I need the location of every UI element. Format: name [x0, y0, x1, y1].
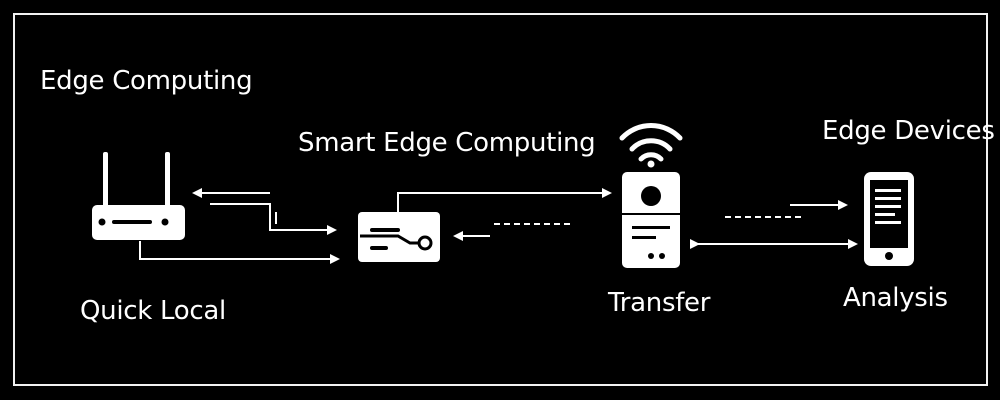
- edge-devices-label: Edge Devices: [822, 116, 995, 146]
- edge-computing-label: Edge Computing: [40, 66, 253, 96]
- quick-local-label: Quick Local: [80, 296, 226, 326]
- connector-arrows: [139, 188, 858, 264]
- tablet-icon: [864, 172, 914, 266]
- transfer-label: Transfer: [608, 288, 711, 318]
- router-icon: [92, 152, 185, 240]
- analysis-label: Analysis: [843, 283, 948, 313]
- wifi-icon: [619, 123, 683, 168]
- arrow-router-to-node: [210, 203, 337, 235]
- edge-node-icon: [358, 212, 440, 262]
- arrow-node-to-server: [397, 188, 612, 212]
- diagram-border: [13, 13, 988, 386]
- smart-edge-computing-label: Smart Edge Computing: [298, 128, 596, 158]
- server-icon: [622, 172, 680, 268]
- arrow-router-bottom-to-node: [139, 241, 340, 264]
